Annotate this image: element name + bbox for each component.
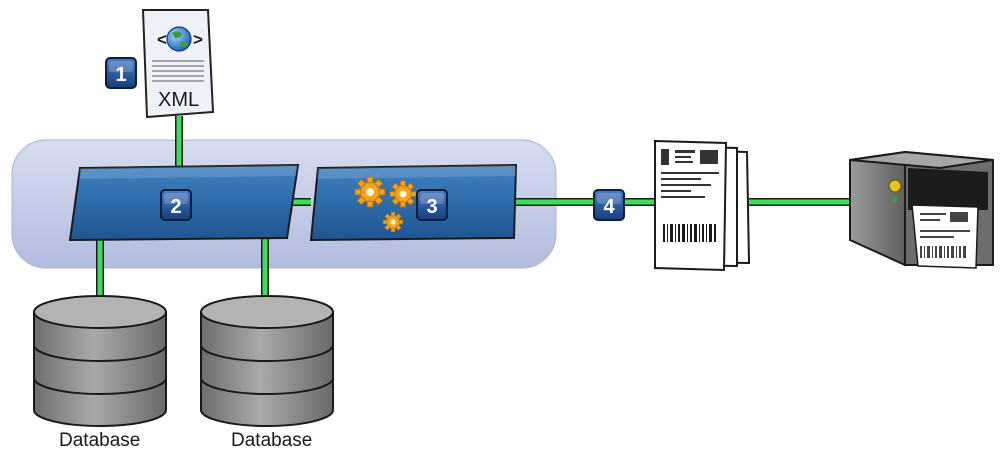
label-printer-icon — [849, 150, 994, 269]
xml-tag-close: > — [193, 30, 203, 49]
globe-icon — [166, 26, 192, 52]
xml-document-icon: < > XML — [141, 9, 215, 119]
shipping-labels-icon — [654, 139, 751, 272]
step-number-3: 3 — [426, 196, 437, 218]
xml-tag-open: < — [157, 30, 167, 49]
step-badge-4: 4 — [593, 189, 625, 221]
step-badge-1: 1 — [105, 57, 137, 89]
database-label-1: Database — [59, 430, 141, 451]
database-icon-2 — [200, 295, 334, 427]
xml-label: XML — [158, 89, 199, 111]
database-icon-1 — [33, 295, 167, 427]
step-badge-3: 3 — [416, 189, 448, 221]
step-number-1: 1 — [115, 64, 126, 86]
step-number-2: 2 — [170, 196, 181, 218]
step-badge-2: 2 — [160, 189, 192, 221]
step-number-4: 4 — [603, 196, 615, 218]
processing-block-3 — [309, 163, 518, 242]
database-label-2: Database — [231, 430, 313, 451]
